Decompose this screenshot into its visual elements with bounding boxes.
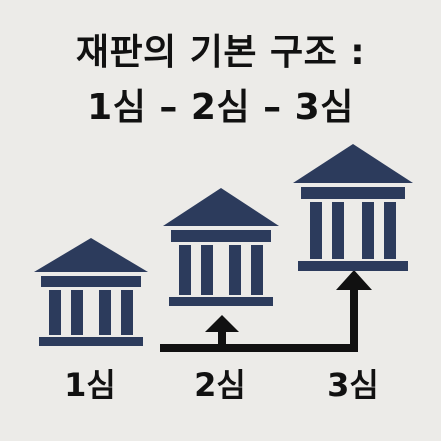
up-arrow-icon bbox=[205, 315, 239, 332]
up-arrow-icon bbox=[336, 270, 372, 290]
diagram-subtitle: 1심 – 2심 – 3심 bbox=[87, 87, 354, 128]
appeal-connector bbox=[160, 270, 372, 352]
level-label-3: 3심 bbox=[327, 366, 379, 404]
courthouse-icon bbox=[163, 188, 279, 306]
courthouse-icon bbox=[34, 238, 148, 346]
level-label-2: 2심 bbox=[194, 366, 246, 404]
diagram-title: 재판의 기본 구조 : bbox=[75, 32, 366, 73]
courthouse-icon bbox=[293, 144, 413, 271]
level-label-1: 1심 bbox=[64, 366, 116, 404]
